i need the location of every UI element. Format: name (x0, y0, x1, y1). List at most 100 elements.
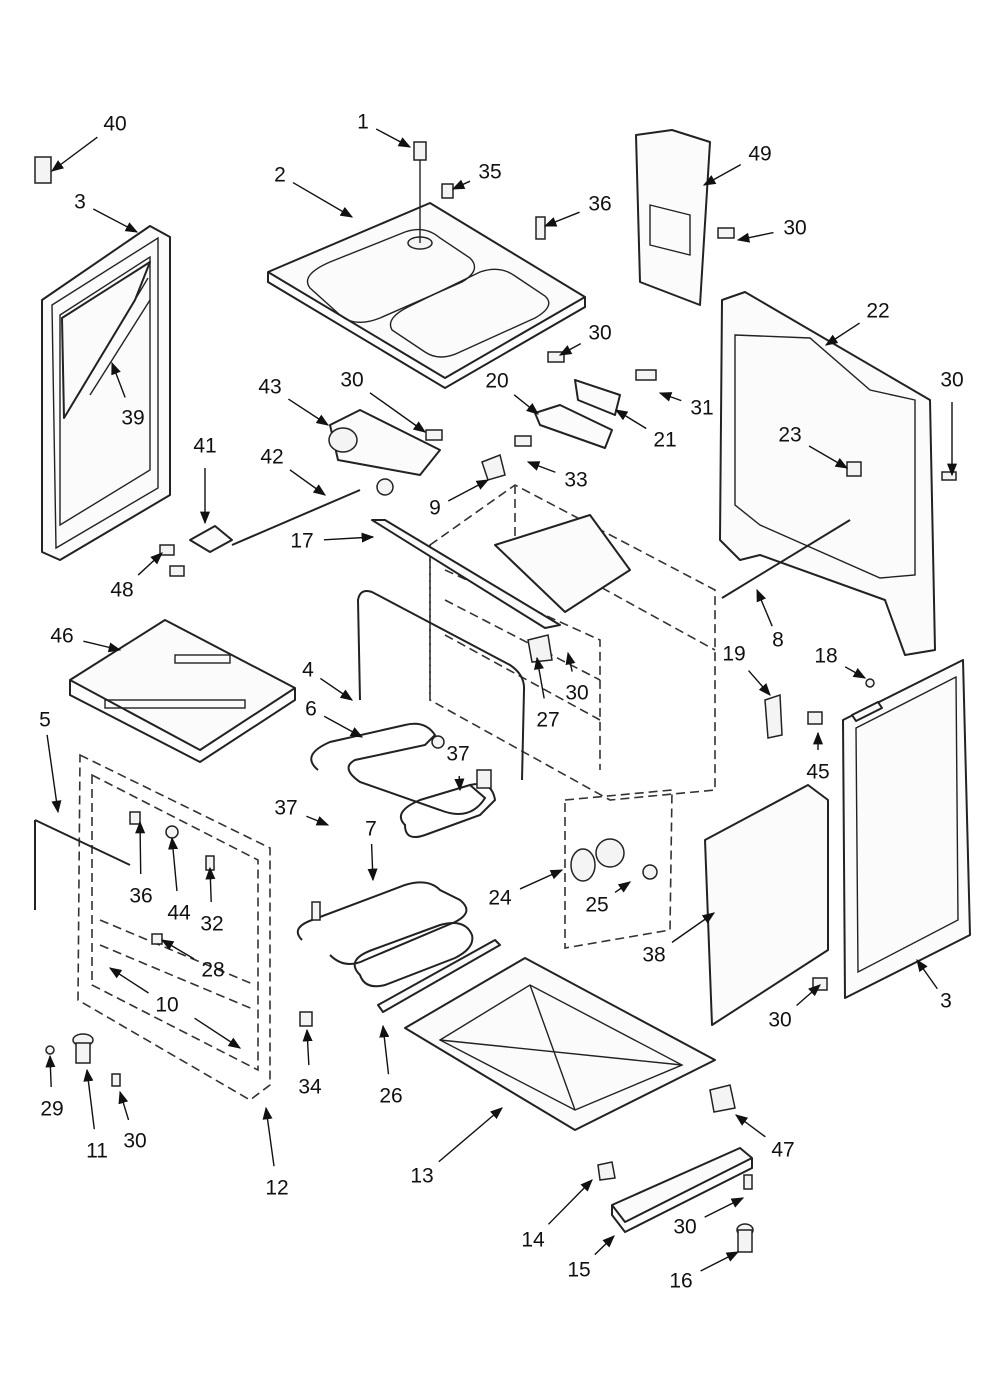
callout-arrow (262, 1106, 275, 1167)
part-callout-label: 27 (536, 709, 559, 732)
part-callout-label: 30 (565, 682, 588, 705)
callout-arrow (302, 1028, 313, 1066)
callout-arrow (118, 1090, 130, 1121)
part-callout-label: 49 (748, 143, 771, 166)
control-components (328, 351, 657, 496)
callout-arrow (323, 715, 364, 738)
callout-arrow (83, 640, 122, 653)
part-callout-label: 14 (521, 1229, 545, 1252)
part-callout-label: 1 (357, 111, 369, 134)
side-shield (704, 693, 829, 1026)
callout-arrow (565, 651, 576, 672)
callout-arrow (379, 1024, 390, 1075)
part-callout-label: 45 (806, 761, 829, 784)
part-callout-label: 42 (260, 446, 283, 469)
part-callout-label: 38 (642, 944, 665, 967)
callout-arrow (292, 181, 354, 218)
callout-arrow (700, 1251, 740, 1272)
callout-arrow (747, 670, 771, 696)
callout-arrow (704, 1197, 745, 1218)
callout-arrow (135, 820, 146, 875)
front-frame (34, 753, 313, 1101)
part-callout-label: 47 (771, 1139, 794, 1162)
callout-arrow (447, 479, 490, 502)
part-callout-label: 9 (429, 497, 441, 520)
broil-element (310, 722, 497, 838)
part-callout-label: 16 (669, 1270, 692, 1293)
oven-gasket (356, 590, 526, 781)
callout-arrow (50, 136, 98, 172)
callout-arrow (194, 1017, 242, 1049)
part-callout-label: 3 (74, 191, 86, 214)
part-callout-label: 17 (290, 530, 313, 553)
callout-arrow (844, 666, 867, 679)
callout-arrow (534, 656, 545, 699)
toe-kick (597, 1084, 754, 1253)
callout-arrow (756, 588, 773, 627)
callout-arrow (658, 392, 682, 402)
callout-arrow (83, 1068, 95, 1130)
callout-arrow (375, 128, 412, 148)
callout-arrow (614, 409, 647, 430)
callout-arrow (671, 912, 716, 943)
callout-arrow (108, 967, 149, 994)
part-callout-label: 23 (778, 424, 801, 447)
part-callout-label: 15 (567, 1259, 590, 1282)
part-callout-label: 37 (446, 743, 469, 766)
part-callout-label: 11 (86, 1140, 108, 1163)
callout-arrow (454, 775, 465, 792)
callout-arrow (543, 211, 580, 227)
part-callout-label: 39 (121, 407, 144, 430)
part-callout-label: 24 (488, 887, 512, 910)
callout-arrow (288, 398, 330, 426)
callout-arrow (160, 939, 195, 960)
part-callout-label: 18 (814, 645, 837, 668)
part-callout-label: 12 (265, 1177, 288, 1200)
part-callout-label: 19 (722, 643, 745, 666)
part-callout-label: 36 (129, 885, 152, 908)
part-callout-label: 30 (783, 217, 806, 240)
callout-arrow (736, 231, 774, 243)
leveling-leg (45, 1033, 121, 1087)
callout-arrow (808, 445, 849, 469)
part-callout-label: 30 (940, 369, 963, 392)
part-callout-label: 46 (50, 625, 73, 648)
callout-arrow (319, 677, 354, 701)
part-callout-label: 22 (866, 300, 889, 323)
part-callout-label: 32 (200, 913, 223, 936)
wire-bracket (159, 489, 851, 599)
part-callout-label: 5 (39, 709, 51, 732)
rack-support (377, 939, 501, 1013)
bake-element (296, 881, 474, 988)
part-callout-label: 44 (167, 902, 191, 925)
callout-arrow (916, 958, 938, 990)
callout-arrow (367, 843, 378, 882)
callout-arrow (46, 734, 62, 814)
part-callout-label: 31 (690, 397, 713, 420)
callout-arrow (306, 815, 330, 826)
part-callout-label: 6 (305, 698, 317, 721)
part-callout-label: 13 (410, 1165, 433, 1188)
part-callout-label: 28 (201, 959, 224, 982)
part-callout-label: 30 (588, 322, 611, 345)
oven-cavity (371, 484, 716, 801)
storage-drawer (69, 619, 296, 764)
part-callout-label: 34 (298, 1076, 322, 1099)
callout-arrow (796, 984, 821, 1007)
callout-arrow (702, 164, 742, 186)
part-callout-label: 26 (379, 1085, 402, 1108)
bottom-pan (404, 957, 716, 1131)
light-assembly (564, 789, 673, 949)
part-callout-label: 29 (40, 1098, 63, 1121)
callout-arrow (451, 179, 471, 190)
part-callout-label: 8 (772, 629, 784, 652)
part-callout-label: 4 (302, 659, 314, 682)
part-callout-label: 33 (564, 469, 587, 492)
callout-arrow (734, 1114, 766, 1138)
part-callout-label: 30 (768, 1009, 791, 1032)
callout-arrow (92, 208, 139, 233)
part-callout-label: 35 (478, 161, 501, 184)
part-callout-label: 21 (653, 429, 676, 452)
callout-arrow (323, 532, 375, 543)
